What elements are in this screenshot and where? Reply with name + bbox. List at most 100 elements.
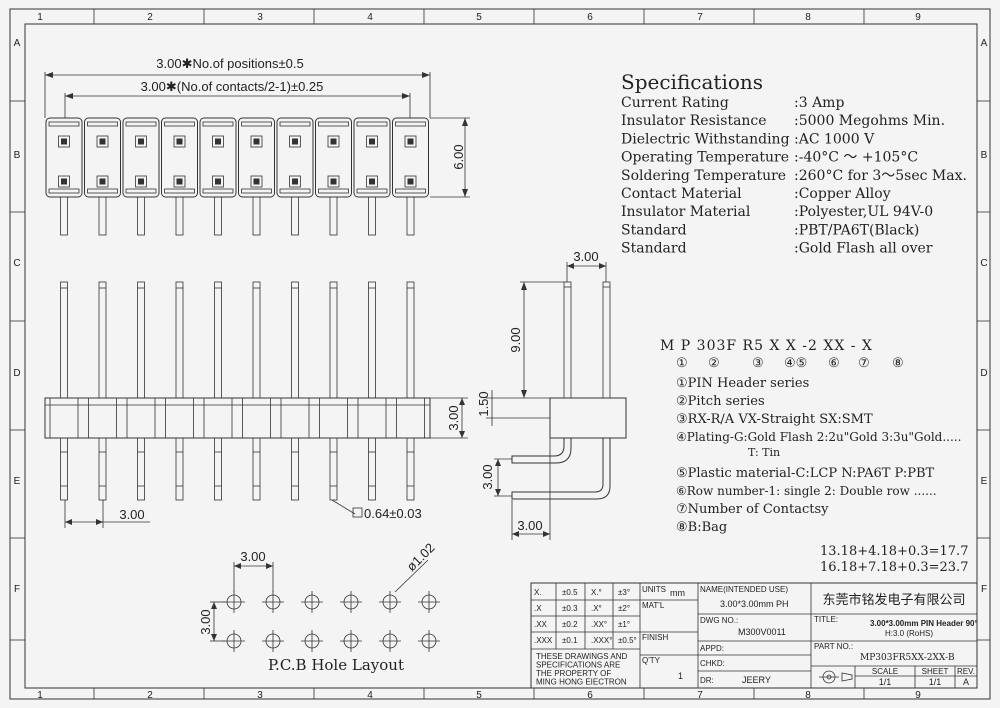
notice-line: MING HONG EIECTRON — [536, 678, 627, 687]
dim-pcb-pitch-x: 3.00 — [240, 549, 265, 564]
spec-value: :Copper Alloy — [794, 186, 891, 202]
front-view: 3.00 3.00 0.64±0.03 — [44, 281, 468, 528]
spec-label: Standard — [621, 222, 687, 238]
code-number: ③ — [752, 356, 764, 371]
dwg-label: DWG NO.: — [700, 616, 738, 625]
tol-d: ±3° — [618, 588, 630, 597]
code-number: ⑥ — [828, 356, 840, 371]
tol-a: .XX — [534, 620, 548, 629]
code-item: ②Pitch series — [676, 394, 765, 409]
front-pin-tail — [329, 437, 338, 501]
housing-unit — [276, 117, 314, 198]
front-pin — [406, 281, 415, 399]
grid-row-label: B — [981, 150, 988, 161]
spec-label: Current Rating — [621, 95, 729, 111]
housing-unit — [45, 117, 83, 198]
spec-value: :Gold Flash all over — [794, 241, 933, 257]
grid-col-label: 5 — [476, 12, 482, 23]
dim-side-offset: 1.50 — [476, 391, 491, 416]
front-pin — [252, 281, 261, 399]
grid-row-label: A — [981, 38, 988, 49]
grid-row-label: C — [13, 258, 20, 269]
grid-col-label: 7 — [697, 12, 703, 23]
chkd-label: CHKD: — [700, 659, 725, 668]
scale-value: 1/1 — [879, 677, 892, 687]
front-pin — [60, 281, 68, 399]
spec-value: :5000 Megohms Min. — [794, 113, 945, 129]
pin-tail — [214, 196, 222, 236]
rev-value: A — [963, 677, 969, 687]
grid-col-label: 5 — [476, 690, 482, 701]
pin-square — [135, 175, 147, 188]
notice-line: THE PROPERTY OF — [536, 669, 611, 678]
dwg-value: M300V0011 — [738, 627, 786, 637]
grid-col-label: 3 — [257, 12, 263, 23]
housing-unit — [161, 117, 198, 198]
title-value: 3.00*3.00mm PIN Header 90° — [870, 619, 978, 628]
front-pin-tail — [368, 437, 376, 501]
pin-tail — [252, 196, 261, 236]
front-pin — [137, 281, 145, 399]
front-pin — [214, 281, 222, 399]
spec-value: :PBT/PA6T(Black) — [794, 222, 919, 238]
pin-tail — [98, 196, 107, 236]
tol-a: .X — [534, 604, 542, 613]
code-item: ⑤Plastic material-C:LCP N:PA6T P:PBT — [676, 466, 935, 481]
grid-row-label: D — [980, 368, 987, 379]
dim-height: 6.00 — [451, 144, 466, 169]
front-pin-tail — [406, 437, 415, 501]
grid-col-label: 6 — [587, 690, 593, 701]
pin-square — [327, 175, 340, 188]
code-item: ⑧B:Bag — [676, 520, 727, 535]
spec-value: :Polyester,UL 94V-0 — [794, 204, 933, 220]
pin-square — [250, 135, 263, 148]
qty-label: Q'TY — [642, 656, 661, 665]
pin-square — [327, 135, 340, 148]
partno-value: MP303FR5XX-2XX-B — [860, 653, 955, 663]
units-value: mm — [670, 588, 685, 598]
front-pin — [175, 281, 184, 399]
grid-col-label: 1 — [37, 12, 43, 23]
formula-2: 16.18+7.18+0.3=23.7 — [820, 560, 968, 575]
tol-b: ±0.5 — [562, 588, 578, 597]
grid-row-label: E — [981, 476, 988, 487]
housing-unit — [315, 117, 352, 198]
grid-row-label: E — [14, 476, 21, 487]
grid-col-label: 8 — [805, 12, 811, 23]
grid-col-label: 1 — [37, 690, 43, 701]
grid-col-label: 2 — [147, 690, 153, 701]
top-view: 3.00✱No.of positions±0.5 3.00✱(No.of con… — [44, 56, 470, 236]
code-number: ④⑤ — [784, 356, 807, 371]
spec-label: Contact Material — [621, 186, 742, 202]
housing-unit — [122, 117, 160, 198]
grid-col-label: 7 — [697, 690, 703, 701]
spec-value: :3 Amp — [794, 95, 844, 111]
spec-label: Insulator Resistance — [621, 113, 767, 129]
rev-label: REV. — [957, 667, 975, 676]
dim-side-pitch: 3.00 — [573, 249, 598, 264]
pcb-hole-layout: 3.00 3.00 ø1.02 P.C.B Hole Layout — [198, 540, 440, 674]
matl-label: MAT'L — [642, 601, 665, 610]
tol-a: .XXX — [534, 636, 553, 645]
pin-square — [404, 175, 417, 188]
partno-label: PART NO.: — [814, 642, 853, 651]
side-view: 3.00 9.00 1.50 3.00 3.00 — [476, 249, 627, 540]
pin-square — [58, 135, 70, 148]
tol-c: .XX° — [591, 620, 607, 629]
spec-label: Insulator Material — [621, 204, 751, 220]
grid-col-label: 4 — [367, 690, 373, 701]
grid-row-label: A — [14, 38, 21, 49]
housing-unit — [353, 117, 391, 198]
appd-label: APPD: — [700, 644, 724, 653]
grid-row-label: B — [14, 150, 21, 161]
pin-tail — [291, 196, 299, 236]
qty-value: 1 — [678, 671, 683, 681]
spec-title: Specifications — [621, 70, 763, 94]
formula-1: 13.18+4.18+0.3=17.7 — [820, 544, 968, 559]
housing-unit — [199, 117, 237, 198]
code-number: ② — [708, 356, 720, 371]
pin-tail — [329, 196, 338, 236]
tol-a: X. — [534, 588, 542, 597]
